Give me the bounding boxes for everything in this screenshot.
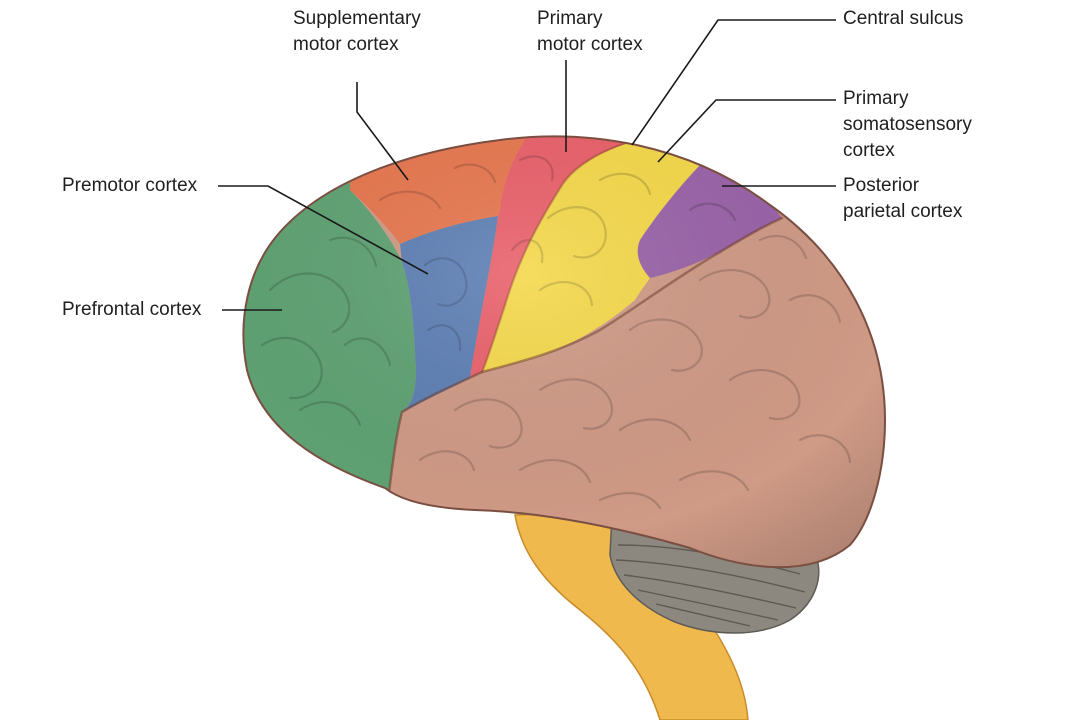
label-line: Central sulcus: [843, 8, 964, 29]
cortex-outline: [242, 135, 887, 569]
label-line: Primary: [537, 8, 603, 29]
leader-primary-somatosensory: [657, 99, 836, 163]
label-primary-motor-cortex: Primary motor cortex: [537, 6, 643, 58]
label-primary-somatosensory-cortex: Primary somatosensory cortex: [843, 86, 972, 164]
label-line: Premotor cortex: [62, 175, 198, 196]
label-line: motor cortex: [537, 34, 643, 55]
label-line: Prefrontal cortex: [62, 299, 202, 320]
label-line: somatosensory: [843, 114, 972, 135]
leader-lines: [218, 19, 836, 311]
label-posterior-parietal-cortex: Posterior parietal cortex: [843, 173, 962, 225]
label-line: Supplementary: [293, 8, 421, 29]
leader-supplementary-motor: [356, 82, 409, 181]
leader-central-sulcus: [631, 19, 836, 146]
label-line: motor cortex: [293, 34, 399, 55]
label-central-sulcus: Central sulcus: [843, 6, 963, 32]
label-line: Primary: [843, 88, 909, 109]
leader-premotor: [218, 185, 429, 275]
label-line: parietal cortex: [843, 201, 963, 222]
label-supplementary-motor-cortex: Supplementary motor cortex: [293, 6, 421, 58]
label-line: cortex: [843, 140, 895, 161]
label-prefrontal-cortex: Prefrontal cortex: [62, 297, 201, 323]
label-line: Posterior: [843, 175, 920, 196]
label-premotor-cortex: Premotor cortex: [62, 173, 197, 199]
